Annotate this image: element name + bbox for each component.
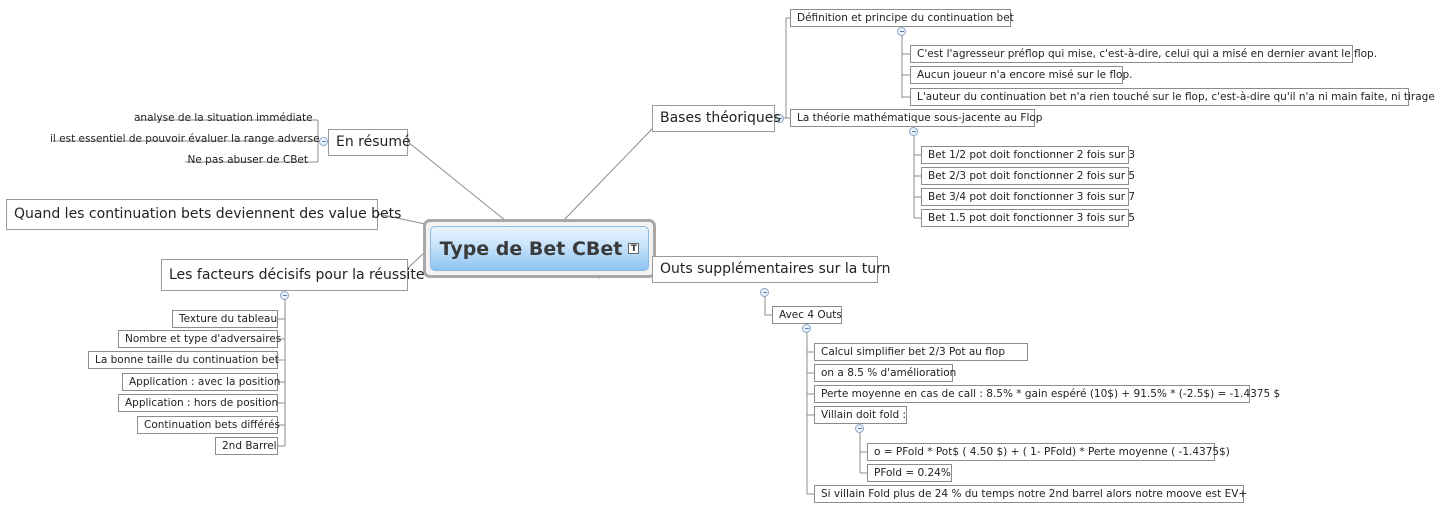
subtopic-definition[interactable]: Définition et principe du continuation b… <box>790 9 1014 27</box>
subtopic-math-theory[interactable]: La théorie mathématique sous-jacente au … <box>790 109 1042 127</box>
math-item[interactable]: Bet 1.5 pot doit fonctionner 3 fois sur … <box>921 209 1135 227</box>
topic-en-resume[interactable]: En résumé <box>328 129 411 156</box>
resume-item[interactable]: il est essentiel de pouvoir évaluer la r… <box>50 133 320 145</box>
topic-facteurs-decisifs[interactable]: Les facteurs décisifs pour la réussite <box>161 259 425 291</box>
math-item[interactable]: Bet 3/4 pot doit fonctionner 3 fois sur … <box>921 188 1135 206</box>
facteur-item[interactable]: Continuation bets différés <box>137 416 280 434</box>
topic-value-bets[interactable]: Quand les continuation bets deviennent d… <box>6 199 401 230</box>
definition-item[interactable]: C'est l'agresseur préflop qui mise, c'es… <box>910 45 1377 63</box>
outs-item[interactable]: on a 8.5 % d'amélioration <box>814 364 956 382</box>
outs-item[interactable]: Villain doit fold : <box>814 406 907 424</box>
collapse-toggle-icon[interactable] <box>909 127 918 136</box>
collapse-toggle-icon[interactable] <box>897 27 906 36</box>
definition-item[interactable]: Aucun joueur n'a encore misé sur le flop… <box>910 66 1132 84</box>
collapse-toggle-icon[interactable] <box>280 291 289 300</box>
notes-icon[interactable]: T <box>628 243 640 254</box>
collapse-toggle-icon[interactable] <box>802 324 811 333</box>
topic-outs-turn[interactable]: Outs supplémentaires sur la turn <box>652 256 891 283</box>
definition-item[interactable]: L'auteur du continuation bet n'a rien to… <box>910 88 1435 106</box>
math-item[interactable]: Bet 2/3 pot doit fonctionner 2 fois sur … <box>921 167 1135 185</box>
facteur-item[interactable]: Application : avec la position <box>122 373 280 391</box>
outs-item[interactable]: Perte moyenne en cas de call : 8.5% * ga… <box>814 385 1280 403</box>
facteur-item[interactable]: 2nd Barrel <box>215 437 278 455</box>
villain-item[interactable]: o = PFold * Pot$ ( 4.50 $) + ( 1- PFold)… <box>867 443 1230 461</box>
root-topic-inner: Type de Bet CBet T <box>430 226 649 271</box>
collapse-toggle-icon[interactable] <box>319 137 328 146</box>
resume-item[interactable]: analyse de la situation immédiate <box>134 112 313 124</box>
root-title: Type de Bet CBet <box>439 237 623 260</box>
collapse-toggle-icon[interactable] <box>855 424 864 433</box>
facteur-item[interactable]: Texture du tableau <box>172 310 278 328</box>
outs-item[interactable]: Calcul simplifier bet 2/3 Pot au flop <box>814 343 1028 361</box>
facteur-item[interactable]: Nombre et type d'adversaires <box>118 330 281 348</box>
collapse-toggle-icon[interactable] <box>760 288 769 297</box>
topic-bases-theoriques[interactable]: Bases théoriques <box>652 105 781 132</box>
resume-item[interactable]: Ne pas abuser de CBet <box>187 154 308 166</box>
root-topic[interactable]: Type de Bet CBet T <box>423 219 656 278</box>
facteur-item[interactable]: La bonne taille du continuation bet <box>88 351 279 369</box>
collapse-toggle-icon[interactable] <box>775 114 784 123</box>
facteur-item[interactable]: Application : hors de position <box>118 394 278 412</box>
outs-conclusion[interactable]: Si villain Fold plus de 24 % du temps no… <box>814 485 1247 503</box>
subtopic-avec-4-outs[interactable]: Avec 4 Outs <box>772 306 842 324</box>
villain-item[interactable]: PFold = 0.24% <box>867 464 952 482</box>
math-item[interactable]: Bet 1/2 pot doit fonctionner 2 fois sur … <box>921 146 1135 164</box>
